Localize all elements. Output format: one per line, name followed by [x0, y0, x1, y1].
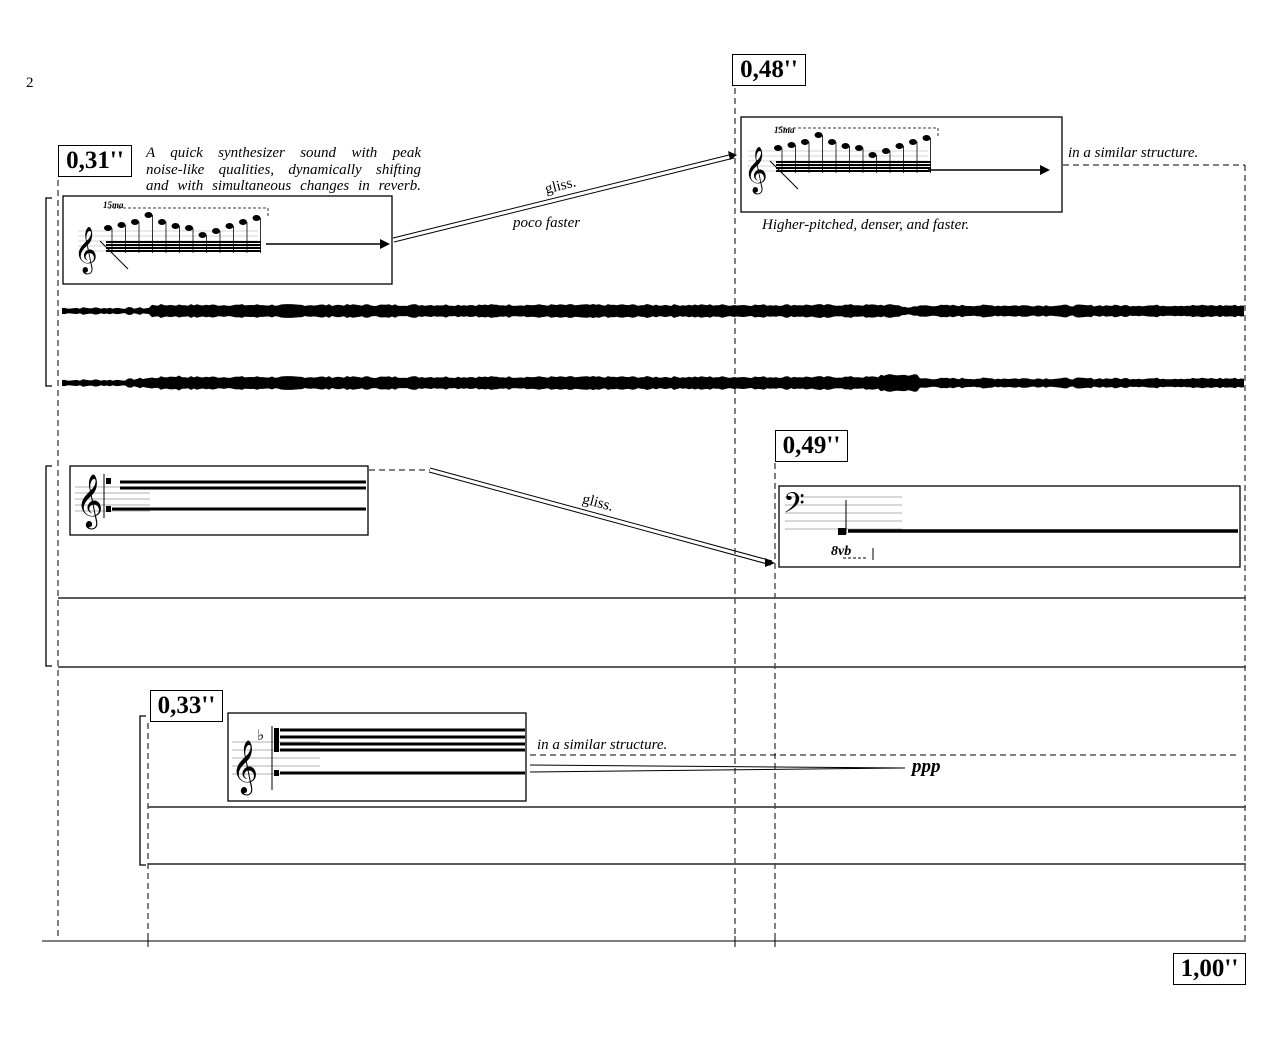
bass-clef-icon: 𝄢: [783, 487, 805, 527]
time-marker-048: 0,48'': [732, 54, 806, 86]
note-cluster-2: 𝄞: [744, 127, 939, 195]
note-cluster-1: 𝄞: [74, 207, 269, 275]
note-head: [104, 225, 112, 231]
note-head: [787, 142, 796, 148]
note-head: [171, 223, 180, 229]
note-head: [198, 232, 207, 238]
page-number: 2: [26, 75, 34, 91]
note-head: [909, 139, 917, 145]
treble-clef-icon: 𝄞: [231, 739, 258, 795]
waveform-1: [62, 304, 1244, 318]
notation-box-1: [62, 195, 393, 285]
ottava-8vb: 8vb: [831, 544, 852, 559]
note-head: [774, 145, 782, 151]
note-head: [212, 228, 220, 234]
note-head: [252, 215, 261, 221]
note-head: [144, 212, 153, 218]
dynamic-ppp: ppp: [912, 756, 941, 777]
note-head: [882, 148, 890, 154]
similar-structure-label-2: in a similar structure.: [537, 737, 668, 753]
time-guides: [57, 88, 1246, 946]
treble-clef-icon: 𝄞: [74, 227, 98, 275]
note-head: [895, 143, 904, 149]
sustained-chord-2: [232, 726, 525, 790]
notation-box-3: [69, 465, 369, 536]
notation-box-5: [227, 712, 527, 802]
note-head: [225, 223, 234, 229]
note-head: [814, 132, 823, 138]
ottava-15ma-2: 15ma: [774, 125, 795, 135]
similar-structure-label-1: in a similar structure.: [1068, 145, 1199, 161]
sound-description: A quick synthesizer sound with peak nois…: [146, 145, 421, 194]
sustained-bass-note: [785, 496, 1238, 560]
notation-box-2: [740, 116, 1063, 213]
note-head: [117, 222, 126, 228]
note-head: [131, 219, 139, 225]
sustained-chord-1: [75, 474, 366, 518]
timeline: [42, 936, 1246, 947]
note-head: [801, 139, 809, 145]
note-head: [185, 225, 193, 231]
time-marker-031: 0,31'': [58, 145, 132, 177]
treble-clef-icon: 𝄞: [76, 473, 103, 529]
time-marker-033: 0,33'': [150, 690, 223, 722]
note-head: [868, 152, 877, 158]
time-marker-end: 1,00'': [1173, 953, 1246, 985]
ottava-15ma-1: 15ma: [103, 200, 124, 210]
note-head: [158, 219, 166, 225]
notation-box-4: [778, 485, 1241, 568]
time-marker-049: 0,49'': [775, 430, 848, 462]
poco-faster-label: poco faster: [513, 215, 581, 231]
higher-denser-faster-label: Higher-pitched, denser, and faster.: [762, 217, 970, 233]
note-head: [841, 143, 850, 149]
note-head: [828, 139, 836, 145]
note-head: [239, 219, 247, 225]
note-head: [855, 145, 863, 151]
note-head: [922, 135, 931, 141]
treble-clef-icon: 𝄞: [744, 147, 768, 195]
system-brackets: [45, 197, 146, 866]
waveform-2: [62, 374, 1244, 392]
flat-icon: ♭: [257, 728, 264, 744]
